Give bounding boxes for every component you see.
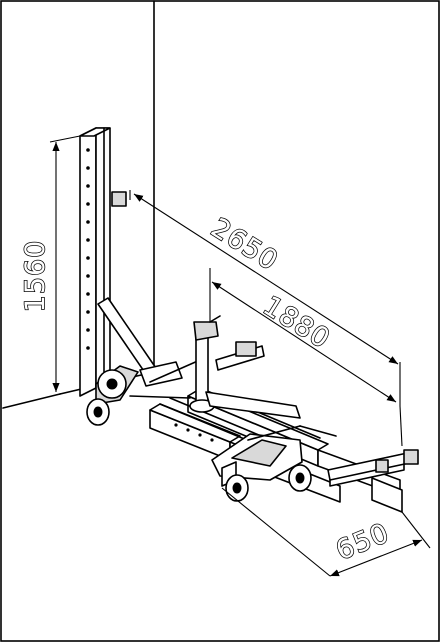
pulling-arm xyxy=(95,297,201,405)
dimension-height-label: 1560 xyxy=(20,240,51,313)
dimension-inner-length: 1880 xyxy=(209,268,397,403)
clamp-plate xyxy=(211,425,337,487)
wheel-center xyxy=(225,474,249,502)
rear-extension xyxy=(327,449,419,481)
wheel-front-left xyxy=(86,398,110,426)
dimension-inner-length-label: 1880 xyxy=(257,290,335,355)
dimension-overall-length-label: 2650 xyxy=(205,212,283,277)
wheel-rear xyxy=(288,464,312,492)
dimension-width-label: 650 xyxy=(332,518,394,567)
vertical-tower xyxy=(79,127,127,397)
dimension-height: 1560 xyxy=(19,135,81,392)
